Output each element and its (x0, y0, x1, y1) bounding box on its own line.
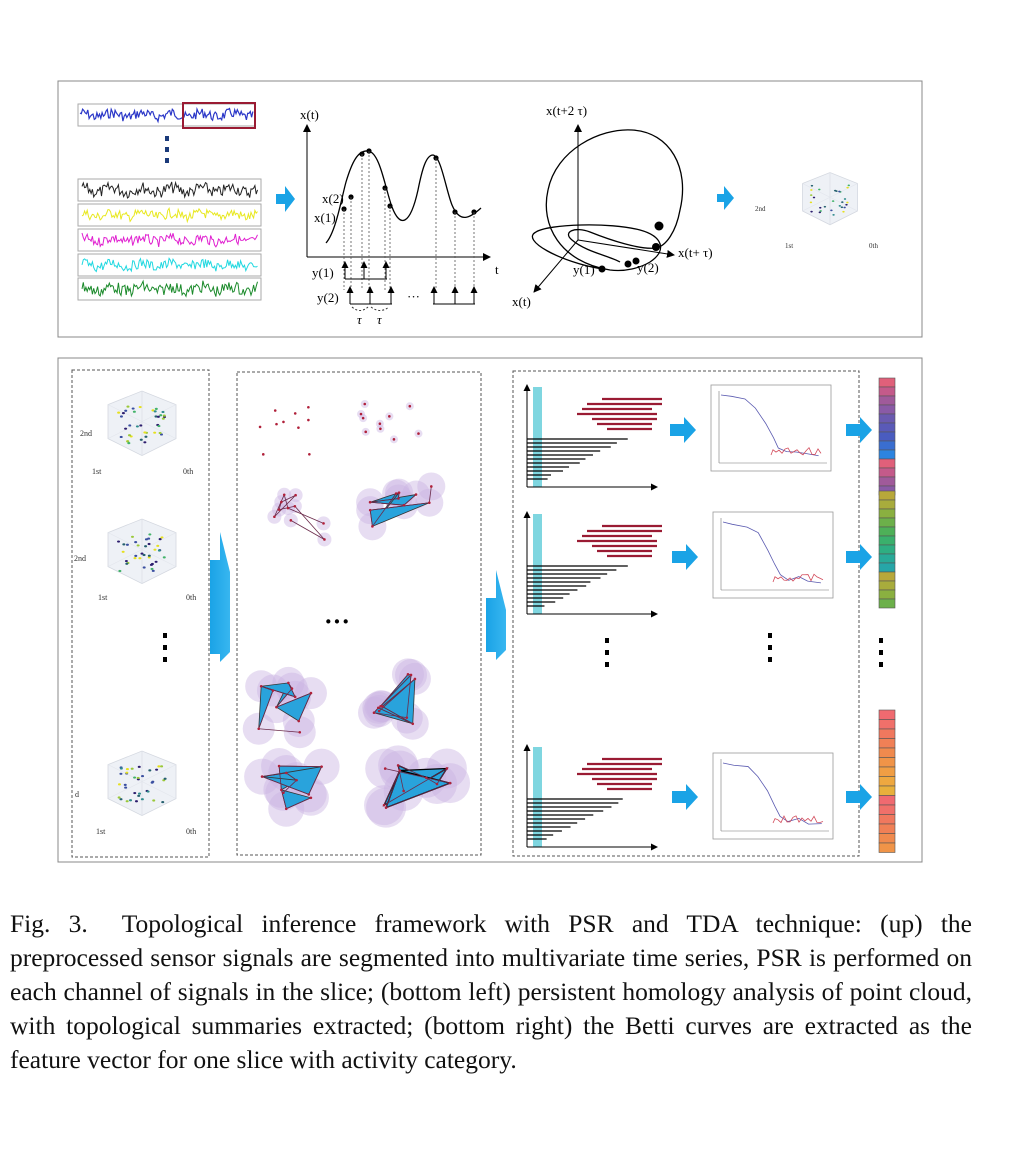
signal-magenta (81, 232, 258, 248)
persistence-barcodes (523, 384, 662, 851)
signal-strips (77, 102, 262, 301)
signal-black (81, 180, 258, 199)
vertical-ellipsis-top (165, 136, 169, 163)
clouds-column (71, 369, 210, 858)
signal-yellow (81, 207, 258, 224)
label-x2: x(2) (322, 191, 344, 206)
filtration-stages (242, 399, 471, 828)
vertical-ellipsis (605, 633, 883, 667)
attractor-zlabel: x(t+2 τ) (546, 103, 587, 118)
point-cloud-3d (802, 172, 858, 226)
time-delay-wave: x(t) t x(2) x(1) y(1) y(2) ··· (300, 107, 499, 327)
wave-ellipsis: ··· (407, 289, 420, 304)
flow-arrow (717, 186, 734, 210)
bottom-panel-frame (57, 357, 923, 863)
filtration-ellipsis: ··· (324, 607, 350, 636)
attractor-y2: y(2) (637, 260, 659, 275)
axis-2nd-label: d (75, 790, 79, 799)
flow-arrow-large (210, 532, 230, 662)
point-cloud-3d (107, 750, 177, 817)
label-x1: x(1) (314, 210, 336, 225)
flow-arrow (276, 186, 295, 212)
flow-arrow (672, 544, 698, 570)
caption-text: Topological inference framework with PSR… (10, 909, 972, 1074)
flow-arrow-large (486, 570, 506, 660)
flow-arrow (846, 544, 872, 570)
betti-curve-plots (670, 384, 872, 840)
label-tau-1: τ (357, 312, 363, 327)
point-cloud-3d (107, 390, 177, 457)
axis-0th-label: 0th (869, 242, 878, 250)
flow-arrow (846, 784, 872, 810)
axis-2nd-label: 2nd (74, 554, 86, 563)
signal-green (81, 279, 258, 298)
attractor-y1: y(1) (573, 262, 595, 277)
signal-cyan (81, 257, 258, 273)
point-cloud-3d (107, 518, 177, 585)
label-y2: y(2) (317, 290, 339, 305)
axis-1st-label: 1st (785, 242, 793, 250)
barcode-column (512, 370, 860, 857)
label-tau-2: τ (377, 312, 383, 327)
axis-1st-label: 1st (98, 593, 108, 602)
flow-arrow (846, 417, 872, 443)
framework-figure: x(t) t x(2) x(1) y(1) y(2) ··· (57, 80, 923, 863)
caption-label: Fig. 3. (10, 909, 88, 938)
signal-blue (79, 106, 254, 124)
feature-vectors (878, 377, 896, 853)
axis-0th-label: 0th (183, 467, 193, 476)
flow-arrow (672, 784, 698, 810)
top-panel-frame (57, 80, 923, 338)
filtration-column (236, 371, 482, 856)
axis-0th-label: 0th (186, 593, 196, 602)
label-y1: y(1) (312, 265, 334, 280)
axis-0th-label: 0th (186, 827, 196, 836)
attractor-ylabel: x(t+ τ) (678, 245, 713, 260)
axis-1st-label: 1st (96, 827, 106, 836)
wave-xlabel: t (495, 262, 499, 277)
attractor-xlabel: x(t) (512, 294, 531, 309)
axis-1st-label: 1st (92, 467, 102, 476)
axis-2nd-label: 2nd (80, 429, 92, 438)
segment-window (182, 102, 256, 129)
axis-2nd-label: 2nd (755, 205, 766, 213)
phase-space-attractor: x(t+2 τ) x(t+ τ) x(t) y(1) y(2) (512, 103, 713, 309)
wave-ylabel: x(t) (300, 107, 319, 122)
figure-caption: Fig. 3.Topological inference framework w… (10, 907, 972, 1077)
flow-arrow (670, 417, 696, 443)
vertical-ellipsis (163, 633, 167, 662)
